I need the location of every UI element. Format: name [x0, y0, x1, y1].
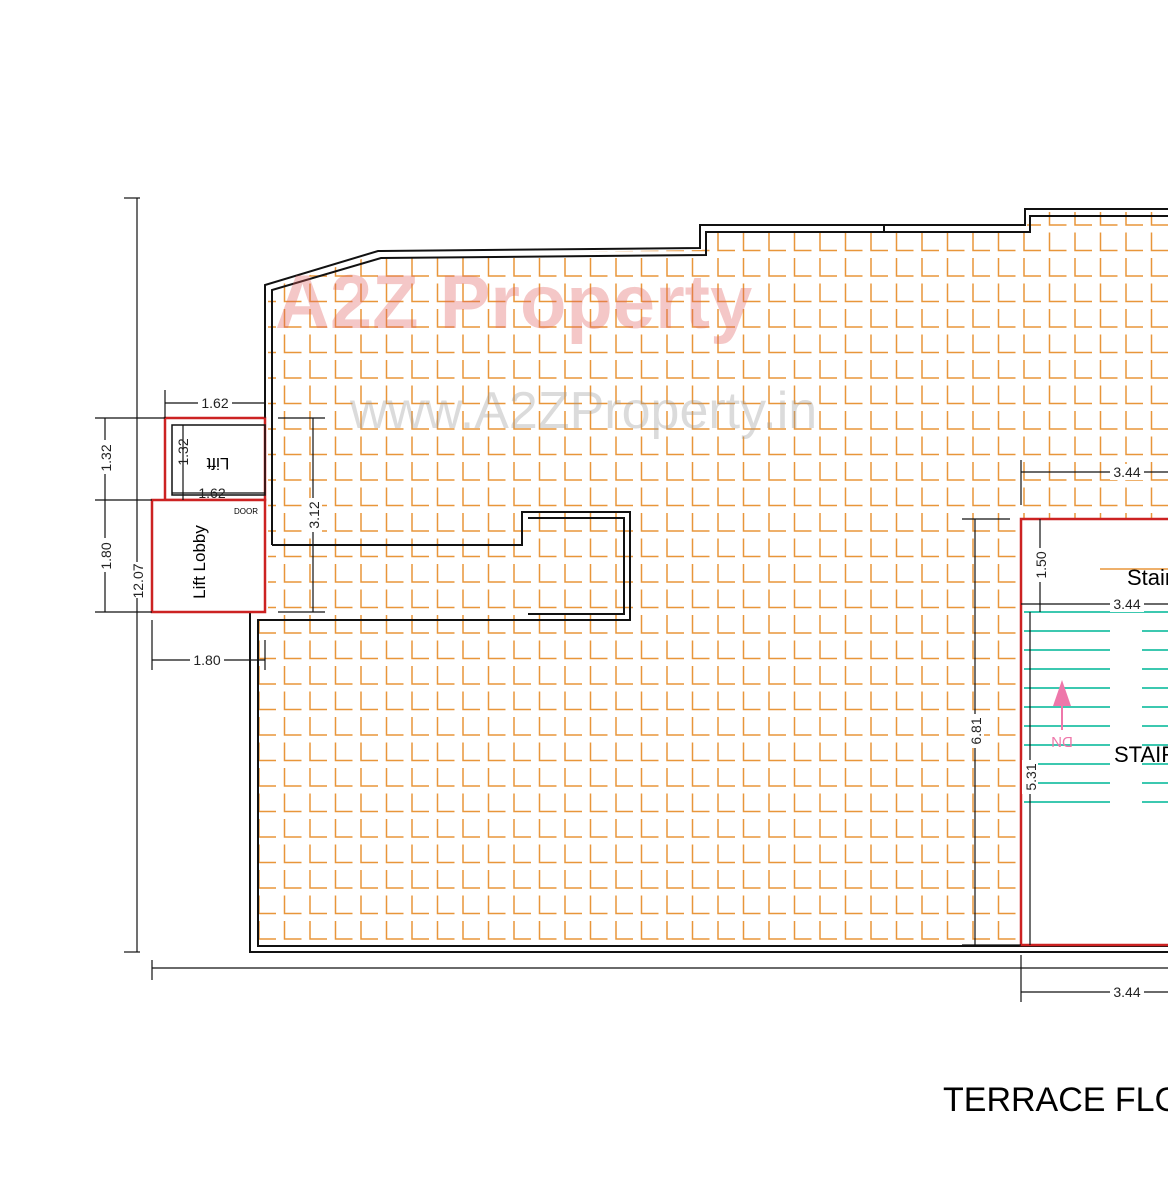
stair-room	[1019, 517, 1168, 947]
watermark-logo: A2Z Property www.A2ZProperty.in	[275, 260, 817, 440]
dim-stair-total-height: 6.81	[968, 717, 984, 744]
dim-lobby-height-outer: 1.80	[98, 542, 114, 569]
dim-overall-height: 12.07	[130, 563, 146, 598]
lift-lobby-label: Lift Lobby	[190, 525, 209, 599]
dim-lift-width-inner: 1.62	[198, 485, 225, 501]
down-arrow-icon	[1053, 680, 1071, 730]
lift-shaft	[163, 416, 267, 502]
lift-lobby	[150, 498, 267, 614]
dim-stair-width-top: 3.44	[1113, 464, 1140, 480]
dim-recess-height: 3.12	[306, 501, 322, 528]
stair-upper-label: Stair	[1127, 565, 1168, 590]
dim-stair-width-mid: 3.44	[1113, 596, 1140, 612]
svg-text:A2Z Property: A2Z Property	[275, 260, 752, 345]
down-label: DN	[1051, 733, 1073, 750]
door-label: DOOR	[234, 507, 258, 516]
terrace-walls	[249, 208, 1168, 953]
dim-stair-flight-height: 5.31	[1023, 763, 1039, 790]
stair-lower-label: STAIR	[1114, 742, 1168, 767]
dim-stair-landing-height: 1.50	[1033, 551, 1049, 578]
dimension-labels: 12.07 1.32 1.80 1.62 1.32 1.62 3.12 1.80…	[96, 395, 1144, 1000]
svg-text:www.A2ZProperty.in: www.A2ZProperty.in	[349, 382, 817, 440]
dim-lobby-width: 1.80	[193, 652, 220, 668]
drawing-title: TERRACE FLO	[943, 1081, 1168, 1119]
dim-lift-width-top: 1.62	[201, 395, 228, 411]
terrace-tile-area	[253, 212, 1168, 946]
dim-stair-width-bottom: 3.44	[1113, 984, 1140, 1000]
lift-label: Lift	[206, 454, 229, 473]
dim-lift-height-outer: 1.32	[98, 444, 114, 471]
dim-lift-height-inner: 1.32	[175, 438, 191, 465]
